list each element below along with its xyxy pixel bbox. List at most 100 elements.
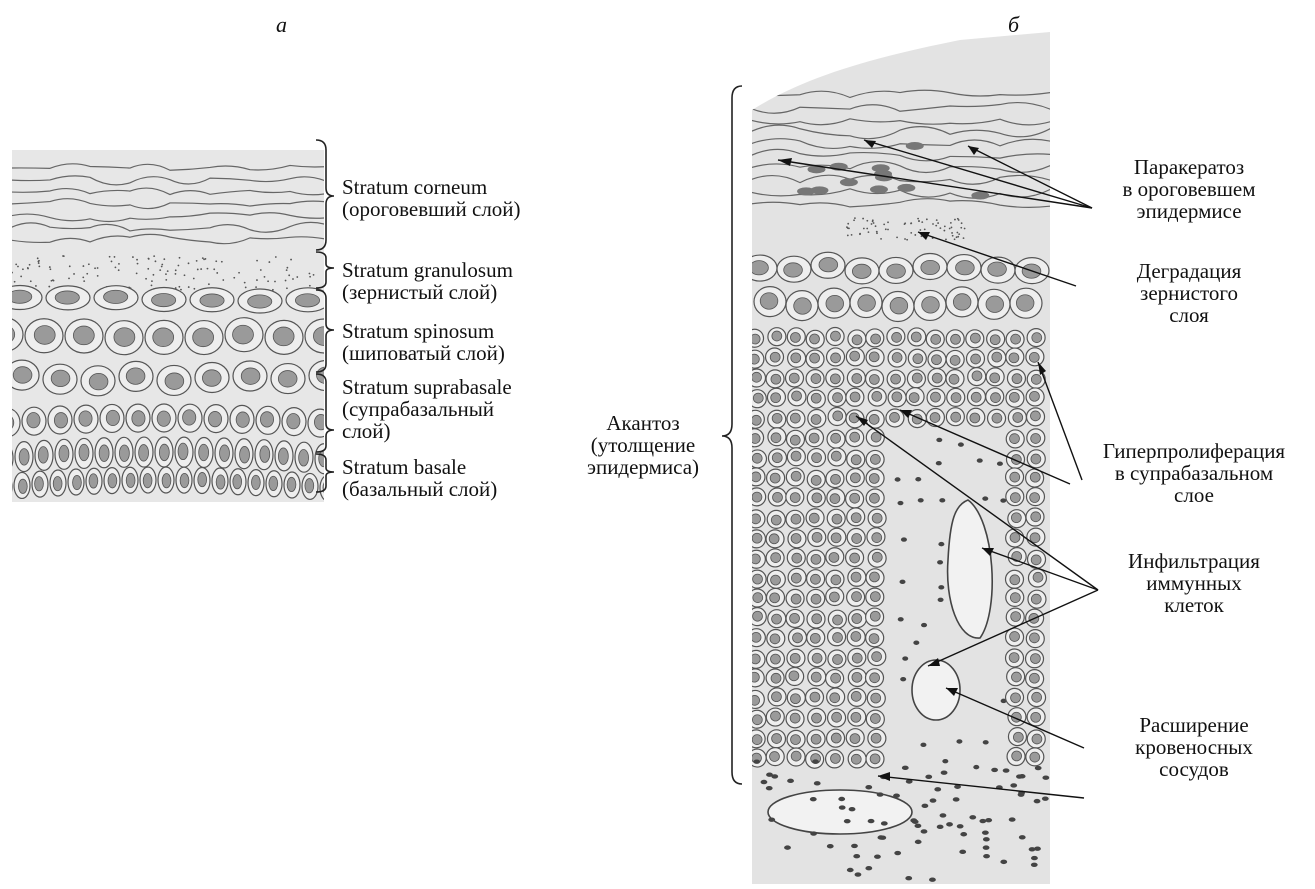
cell-nucleus bbox=[771, 575, 781, 585]
cell-nucleus bbox=[1029, 633, 1039, 643]
keratohyalin-granule bbox=[876, 231, 878, 233]
cell-nucleus bbox=[273, 327, 294, 346]
keratohyalin-granule bbox=[221, 261, 223, 263]
cell-nucleus bbox=[791, 594, 801, 604]
keratohyalin-granule bbox=[292, 278, 294, 280]
cell-nucleus bbox=[851, 455, 861, 465]
cell-nucleus bbox=[165, 373, 184, 390]
cell-nucleus bbox=[891, 374, 901, 384]
cell-nucleus bbox=[1013, 732, 1023, 742]
immune-cell bbox=[921, 829, 928, 833]
cell-nucleus bbox=[89, 373, 108, 390]
cell-nucleus bbox=[1010, 472, 1020, 482]
cell-nucleus bbox=[770, 752, 780, 762]
keratohyalin-granule bbox=[27, 267, 29, 269]
keratohyalin-granule bbox=[20, 276, 22, 278]
cell-nucleus bbox=[752, 715, 762, 725]
cell-nucleus bbox=[751, 415, 761, 425]
keratohyalin-granule bbox=[863, 228, 865, 230]
immune-cell bbox=[838, 797, 845, 801]
keratohyalin-granule bbox=[215, 260, 217, 262]
cell-nucleus bbox=[193, 328, 214, 347]
cell-nucleus bbox=[750, 434, 760, 444]
cell-nucleus bbox=[220, 445, 230, 462]
cell-nucleus bbox=[771, 393, 781, 403]
cell-nucleus bbox=[791, 533, 801, 543]
cell-nucleus bbox=[1011, 612, 1021, 622]
cell-nucleus bbox=[887, 264, 906, 278]
cell-nucleus bbox=[771, 433, 781, 443]
keratohyalin-granule bbox=[114, 256, 116, 258]
cell-nucleus bbox=[870, 754, 880, 764]
cell-nucleus bbox=[869, 473, 879, 483]
keratohyalin-granule bbox=[854, 217, 856, 219]
cell-nucleus bbox=[791, 735, 801, 745]
immune-cell bbox=[1018, 792, 1025, 796]
keratohyalin-granule bbox=[896, 236, 898, 238]
cell-nucleus bbox=[792, 391, 802, 401]
keratohyalin-granule bbox=[222, 279, 224, 281]
keratohyalin-granule bbox=[958, 233, 960, 235]
cell-nucleus bbox=[35, 477, 44, 491]
cell-nucleus bbox=[790, 333, 800, 343]
layer-name: Stratum suprabasale bbox=[342, 376, 512, 398]
keratohyalin-granule bbox=[961, 222, 963, 224]
retained-nucleus bbox=[870, 185, 888, 193]
keratohyalin-granule bbox=[216, 272, 218, 274]
cell-nucleus bbox=[1010, 632, 1020, 642]
cell-nucleus bbox=[830, 494, 840, 504]
cell-nucleus bbox=[53, 476, 62, 490]
cell-nucleus bbox=[132, 411, 145, 426]
cell-nucleus bbox=[793, 633, 803, 643]
cell-nucleus bbox=[869, 352, 879, 362]
immune-cell bbox=[985, 818, 992, 822]
keratohyalin-granule bbox=[918, 220, 920, 222]
keratohyalin-granule bbox=[167, 270, 169, 272]
keratohyalin-granule bbox=[179, 257, 181, 259]
keratohyalin-granule bbox=[151, 280, 153, 282]
cell-nucleus bbox=[831, 533, 841, 543]
immune-cell bbox=[810, 831, 817, 835]
cell-nucleus bbox=[833, 411, 843, 421]
cell-nucleus bbox=[199, 444, 209, 461]
keratohyalin-granule bbox=[880, 238, 882, 240]
immune-cell bbox=[938, 598, 944, 602]
cell-nucleus bbox=[157, 411, 170, 426]
cell-nucleus bbox=[753, 593, 763, 603]
immune-cell bbox=[915, 477, 921, 481]
keratohyalin-granule bbox=[63, 255, 65, 257]
immune-cell bbox=[934, 787, 941, 791]
keratohyalin-granule bbox=[188, 262, 190, 264]
cell-nucleus bbox=[159, 444, 169, 461]
cell-nucleus bbox=[850, 734, 860, 744]
keratohyalin-granule bbox=[30, 280, 32, 282]
cell-nucleus bbox=[990, 335, 1000, 345]
cell-nucleus bbox=[812, 453, 822, 463]
cell-nucleus bbox=[749, 354, 759, 364]
immune-cell bbox=[897, 501, 903, 505]
cell-nucleus bbox=[1031, 594, 1041, 604]
immune-cell bbox=[918, 498, 924, 502]
keratohyalin-granule bbox=[939, 227, 941, 229]
keratohyalin-granule bbox=[118, 263, 120, 265]
keratohyalin-granule bbox=[847, 227, 849, 229]
keratohyalin-granule bbox=[82, 276, 84, 278]
retained-nucleus bbox=[840, 178, 858, 186]
immune-cell bbox=[973, 765, 979, 769]
immune-cell bbox=[915, 824, 922, 828]
keratohyalin-granule bbox=[872, 220, 874, 222]
keratohyalin-granule bbox=[175, 273, 177, 275]
immune-cell bbox=[983, 854, 990, 858]
layer-translation: (супрабазальный bbox=[342, 398, 512, 420]
cell-nucleus bbox=[0, 479, 8, 493]
immune-cell bbox=[958, 442, 964, 446]
keratohyalin-granule bbox=[256, 279, 258, 281]
keratohyalin-granule bbox=[213, 268, 215, 270]
immune-cell bbox=[868, 819, 875, 823]
keratohyalin-granule bbox=[88, 263, 90, 265]
cell-nucleus bbox=[810, 353, 820, 363]
keratohyalin-granule bbox=[951, 227, 953, 229]
cell-nucleus bbox=[299, 450, 309, 467]
keratohyalin-granule bbox=[960, 227, 962, 229]
cell-nucleus bbox=[972, 371, 982, 381]
